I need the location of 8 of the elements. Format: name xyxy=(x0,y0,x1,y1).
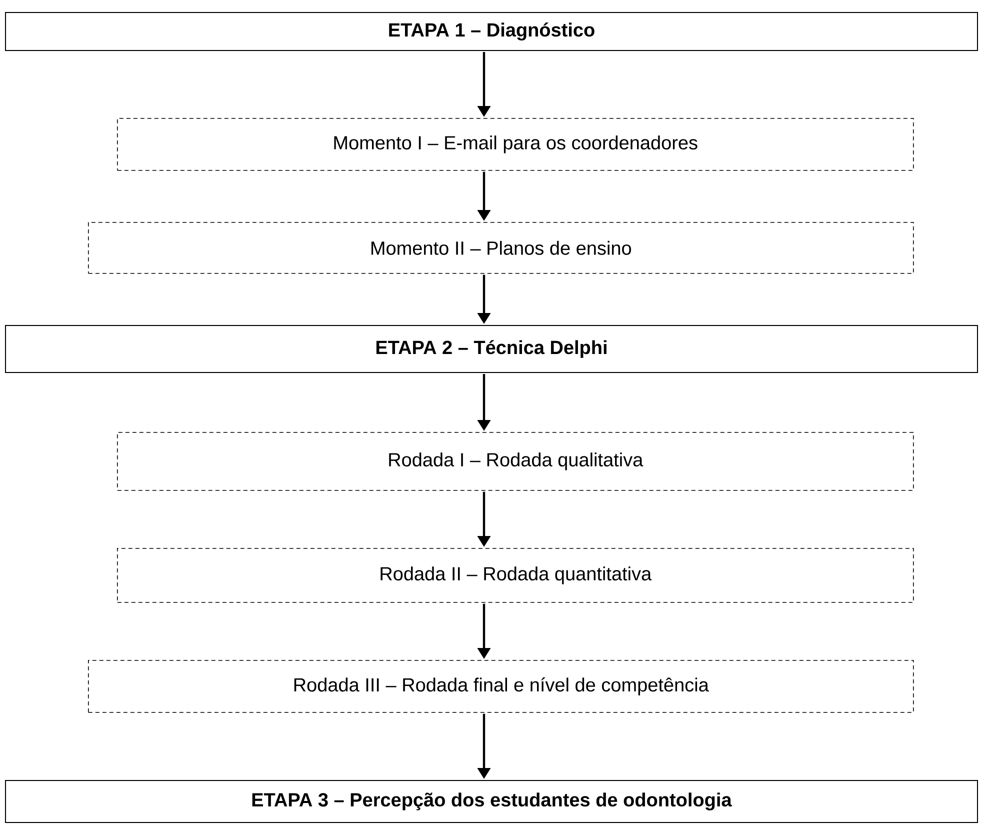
step-box: Rodada III – Rodada final e nível de competência xyxy=(88,660,914,713)
step-box: Momento I – E-mail para os coordenadores xyxy=(117,118,914,171)
step-box: Momento II – Planos de ensino xyxy=(88,222,914,274)
stage-box: ETAPA 1 – Diagnóstico xyxy=(5,12,978,51)
stage-box: ETAPA 3 – Percepção dos estudantes de odontologia xyxy=(5,780,978,823)
step-box: Rodada II – Rodada quantitativa xyxy=(117,548,914,603)
step-box: Rodada I – Rodada qualitativa xyxy=(117,432,914,491)
stage-box: ETAPA 2 – Técnica Delphi xyxy=(5,325,978,373)
